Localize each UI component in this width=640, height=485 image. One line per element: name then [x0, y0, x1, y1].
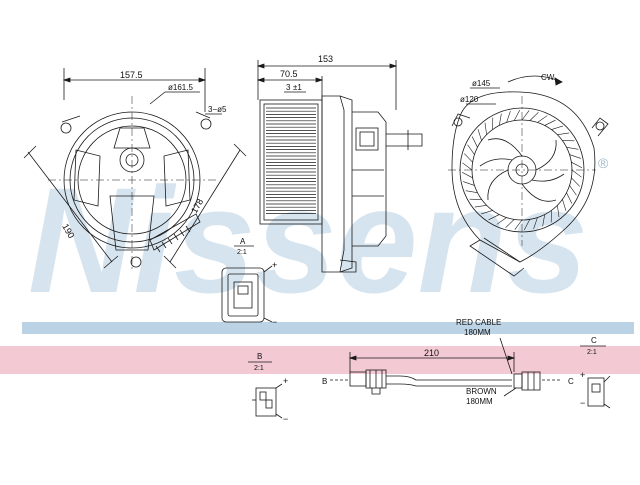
detail-b-minus: − — [283, 414, 288, 424]
dim-front-diameter: ø161.5 — [168, 83, 193, 92]
rotation-label: CW — [541, 73, 555, 82]
detail-c-scale: 2:1 — [587, 349, 597, 356]
registered-mark: ® — [598, 155, 609, 171]
cable-end-c: C — [568, 377, 574, 386]
dim-side-total: 153 — [318, 54, 333, 64]
dim-side-wheel: 70.5 — [280, 69, 298, 79]
brand-watermark: Nissens — [28, 156, 588, 324]
dim-rear-outer: ø145 — [472, 79, 491, 88]
dim-cable-length: 210 — [424, 348, 439, 358]
detail-a-plus: + — [272, 260, 277, 270]
detail-a-minus: − — [272, 317, 277, 327]
brown-cable-length: 180MM — [466, 397, 493, 406]
detail-b-letter: B — [257, 352, 262, 361]
red-cable-length: 180MM — [464, 328, 491, 337]
pink-band — [0, 346, 640, 374]
dim-rear-inner: ø120 — [460, 95, 479, 104]
detail-c-minus: − — [580, 398, 585, 408]
detail-b-plus: + — [283, 376, 288, 386]
brown-cable-label: BROWN — [466, 387, 497, 396]
dim-front-width: 157.5 — [120, 70, 143, 80]
cable-end-b: B — [322, 377, 327, 386]
detail-c-letter: C — [591, 336, 597, 345]
red-cable-label: RED CABLE — [456, 318, 501, 327]
detail-b-scale: 2:1 — [254, 365, 264, 372]
dim-side-offset: 3 — [286, 83, 291, 92]
dim-side-offset-tol: ±1 — [293, 83, 302, 92]
detail-c-plus: + — [580, 370, 585, 380]
detail-a-letter: A — [240, 237, 246, 246]
detail-a-scale: 2:1 — [237, 249, 247, 256]
dim-front-holes: 3−ø5 — [208, 105, 227, 114]
